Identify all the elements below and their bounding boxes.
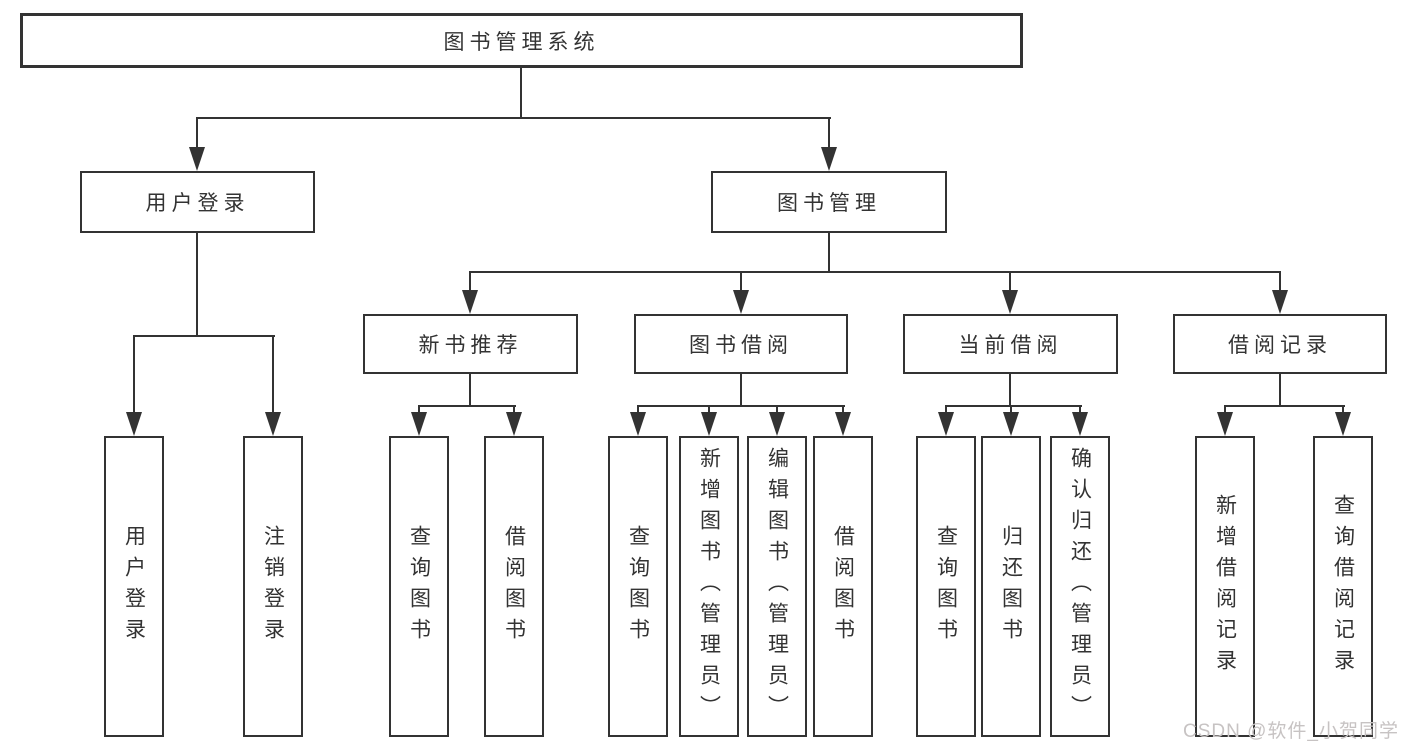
- connector-line: [828, 233, 830, 273]
- node-borrow-records-label: 借阅记录: [1228, 334, 1332, 357]
- leaf-query-borrow-record: 查询借阅记录: [1313, 436, 1373, 737]
- leaf-logout: 注销登录: [243, 436, 303, 737]
- leaf-query-borrow-record-label: 查询借阅记录: [1331, 493, 1355, 680]
- node-borrow-records: 借阅记录: [1173, 314, 1387, 374]
- leaf-query-books-1: 查询图书: [389, 436, 449, 737]
- leaf-query-books-2: 查询图书: [608, 436, 668, 737]
- connector-line: [520, 68, 522, 119]
- node-book-borrow: 图书借阅: [634, 314, 848, 374]
- connector-line: [740, 374, 742, 406]
- leaf-add-borrow-record-label: 新增借阅记录: [1213, 493, 1237, 680]
- arrowhead-down: [1072, 412, 1088, 436]
- connector-line: [196, 117, 831, 119]
- connector-line: [637, 405, 845, 407]
- arrowhead-down: [1335, 412, 1351, 436]
- node-current-borrow-label: 当前借阅: [958, 334, 1063, 357]
- leaf-query-books-3-label: 查询图书: [934, 524, 958, 649]
- connector-line: [1279, 271, 1281, 293]
- arrowhead-down: [1002, 290, 1018, 314]
- arrowhead-down: [411, 412, 427, 436]
- leaf-query-books-3: 查询图书: [916, 436, 976, 737]
- node-current-borrow: 当前借阅: [903, 314, 1118, 374]
- leaf-query-books-2-label: 查询图书: [626, 524, 650, 649]
- leaf-confirm-return-admin-label: 确认归还（管理员）: [1068, 447, 1092, 726]
- node-book-management: 图书管理: [711, 171, 947, 233]
- leaf-return-books-label: 归还图书: [999, 524, 1023, 649]
- arrowhead-down: [1272, 290, 1288, 314]
- node-library-system: 图书管理系统: [20, 13, 1023, 68]
- connector-line: [637, 405, 639, 415]
- connector-line: [1342, 405, 1344, 415]
- connector-line: [1224, 405, 1226, 415]
- node-user-login-label: 用户登录: [145, 192, 250, 215]
- connector-line: [842, 405, 844, 415]
- watermark-text: CSDN @软件_小贺同学: [1183, 721, 1399, 742]
- leaf-add-books-admin: 新增图书（管理员）: [679, 436, 739, 737]
- node-new-book-recommend: 新书推荐: [363, 314, 578, 374]
- connector-line: [196, 233, 198, 337]
- connector-line: [1224, 405, 1345, 407]
- node-book-borrow-label: 图书借阅: [689, 334, 793, 357]
- arrowhead-down: [701, 412, 717, 436]
- leaf-add-borrow-record: 新增借阅记录: [1195, 436, 1255, 737]
- leaf-query-books-1-label: 查询图书: [407, 524, 431, 649]
- node-library-system-label: 图书管理系统: [443, 30, 600, 54]
- connector-line: [1009, 271, 1011, 293]
- arrowhead-down: [1217, 412, 1233, 436]
- arrowhead-down: [462, 290, 478, 314]
- connector-line: [469, 271, 1281, 273]
- connector-line: [196, 117, 198, 150]
- leaf-user-login: 用户登录: [104, 436, 164, 737]
- leaf-edit-books-admin: 编辑图书（管理员）: [747, 436, 807, 737]
- connector-line: [469, 374, 471, 406]
- leaf-logout-label: 注销登录: [261, 524, 285, 649]
- arrowhead-down: [265, 412, 281, 436]
- connector-line: [418, 405, 420, 415]
- leaf-borrow-books-1-label: 借阅图书: [502, 524, 526, 649]
- arrowhead-down: [630, 412, 646, 436]
- leaf-add-books-admin-label: 新增图书（管理员）: [697, 447, 721, 726]
- connector-line: [776, 405, 778, 415]
- leaf-borrow-books-2-label: 借阅图书: [831, 524, 855, 649]
- arrowhead-down: [938, 412, 954, 436]
- arrowhead-down: [1003, 412, 1019, 436]
- connector-line: [272, 335, 274, 415]
- arrowhead-down: [821, 147, 837, 171]
- node-user-login: 用户登录: [80, 171, 315, 233]
- arrowhead-down: [189, 147, 205, 171]
- connector-line: [513, 405, 515, 415]
- leaf-return-books: 归还图书: [981, 436, 1041, 737]
- leaf-borrow-books-1: 借阅图书: [484, 436, 544, 737]
- connector-line: [945, 405, 947, 415]
- connector-line: [133, 335, 135, 415]
- connector-line: [469, 271, 471, 293]
- leaf-confirm-return-admin: 确认归还（管理员）: [1050, 436, 1110, 737]
- arrowhead-down: [835, 412, 851, 436]
- connector-line: [1079, 405, 1081, 415]
- connector-line: [1010, 405, 1012, 415]
- node-book-management-label: 图书管理: [777, 192, 881, 215]
- arrowhead-down: [506, 412, 522, 436]
- leaf-borrow-books-2: 借阅图书: [813, 436, 873, 737]
- connector-line: [828, 117, 830, 150]
- leaf-edit-books-admin-label: 编辑图书（管理员）: [765, 447, 789, 726]
- leaf-user-login-label: 用户登录: [122, 524, 146, 649]
- connector-line: [1279, 374, 1281, 406]
- connector-line: [708, 405, 710, 415]
- connector-line: [418, 405, 516, 407]
- connector-line: [133, 335, 275, 337]
- connector-line: [740, 271, 742, 293]
- connector-line: [945, 405, 1082, 407]
- arrowhead-down: [733, 290, 749, 314]
- connector-line: [1009, 374, 1011, 406]
- arrowhead-down: [769, 412, 785, 436]
- arrowhead-down: [126, 412, 142, 436]
- node-new-book-recommend-label: 新书推荐: [418, 334, 523, 357]
